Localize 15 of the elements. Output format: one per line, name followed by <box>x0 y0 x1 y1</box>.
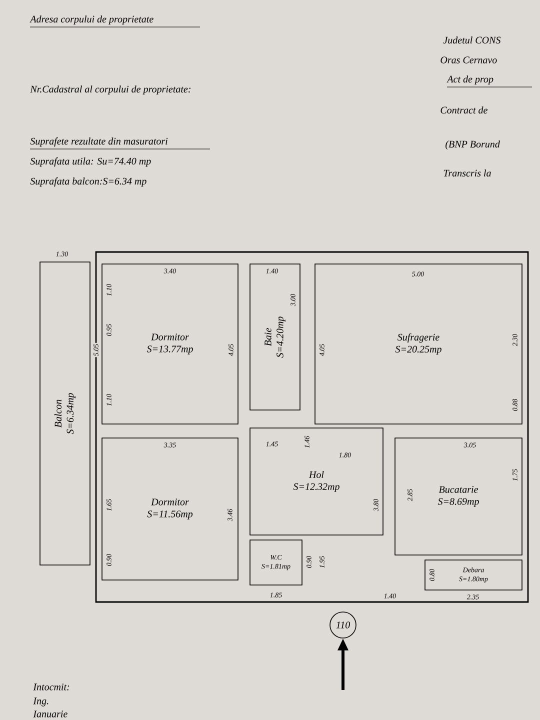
header-text: Oras Cernavo <box>440 56 497 64</box>
header-text: Suprafata balcon:S=6.34 mp <box>30 177 146 187</box>
header-text: Contract de <box>440 106 488 114</box>
header-text: Judetul CONS <box>443 36 501 44</box>
header-text: Adresa corpului de proprietate <box>30 15 154 25</box>
header-text: Suprafete rezultate din masuratori <box>30 137 168 147</box>
header-text: Act de prop <box>446 75 494 85</box>
room-box: Balcon S=6.34mp <box>40 262 90 566</box>
header-text: Ing. <box>33 698 48 706</box>
header-text: Intocmit: <box>33 684 70 690</box>
header-text: (BNP Borund <box>446 140 500 150</box>
header-text: Suprafata utila: Su=74.40 mp <box>30 157 151 167</box>
header-text: Ianuarie <box>33 710 68 718</box>
header-text: Nr.Cadastral al corpului de proprietate: <box>30 85 190 95</box>
header-text: Transcris la <box>444 169 491 177</box>
